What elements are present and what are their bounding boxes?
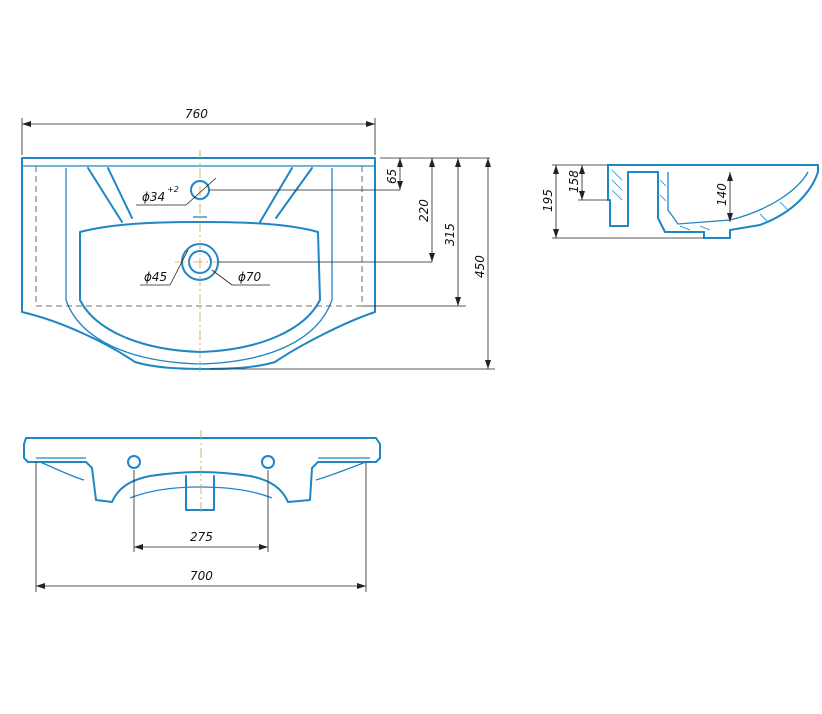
basin-outline-top	[21, 157, 376, 370]
dim-275-label: 275	[190, 530, 213, 544]
front-hole-left	[127, 455, 141, 469]
basin-front-outline	[23, 437, 381, 503]
dim-760-label: 760	[185, 107, 208, 121]
dim-tap-hole-tolerance: +2	[167, 185, 179, 194]
dim-drain-outer-label: ϕ70	[238, 270, 262, 284]
dim-65-label: 65	[385, 169, 399, 184]
dim-tap-hole-label: ϕ34	[142, 190, 165, 204]
dim-220-label: 220	[417, 199, 431, 222]
dim-158-label: 158	[567, 170, 581, 193]
front-hole-right	[261, 455, 275, 469]
side-view: 195 158 140	[541, 164, 819, 239]
top-view: 760 ϕ34 +2 ϕ45 ϕ70 65 220 315 450	[21, 107, 495, 372]
dim-195-label: 195	[541, 189, 555, 212]
dim-140-label: 140	[715, 183, 729, 206]
dim-drain-inner-label: ϕ45	[144, 270, 167, 284]
front-view: 275 700	[23, 430, 381, 592]
dim-450-label: 450	[473, 255, 487, 278]
dim-315-label: 315	[443, 223, 457, 246]
dim-700-label: 700	[190, 569, 213, 583]
basin-bowl-top	[79, 221, 321, 353]
basin-section-outline	[607, 164, 819, 239]
